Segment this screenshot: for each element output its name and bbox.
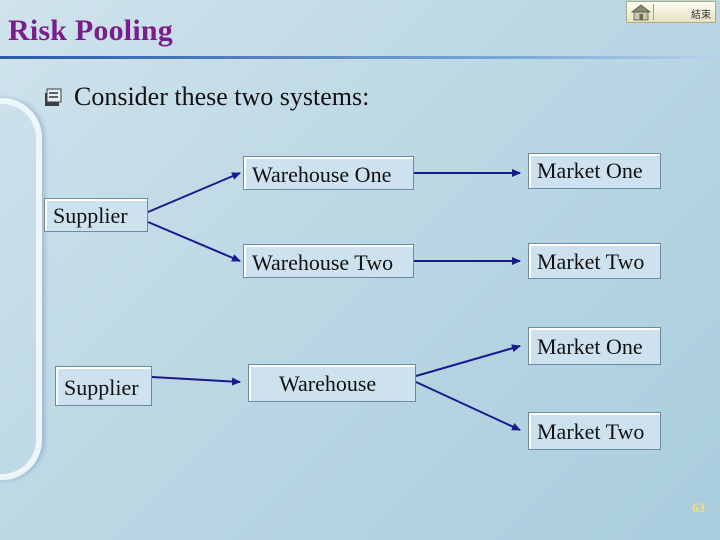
market-one-box-1: Market One bbox=[528, 153, 661, 189]
market-two-label-1: Market Two bbox=[537, 249, 645, 274]
button-divider bbox=[653, 4, 654, 20]
arrow-supplier-to-warehouse-two bbox=[147, 221, 241, 262]
arrow-supplier-to-warehouse bbox=[151, 376, 241, 386]
market-two-box-2: Market Two bbox=[528, 412, 661, 450]
market-two-box-1: Market Two bbox=[528, 243, 661, 279]
warehouse-one-box: Warehouse One bbox=[243, 156, 414, 190]
home-icon[interactable] bbox=[631, 4, 651, 21]
title-underline bbox=[0, 56, 720, 59]
market-two-label-2: Market Two bbox=[537, 419, 645, 444]
supplier-box-2: Supplier bbox=[55, 366, 152, 406]
end-show-label[interactable]: 結束 bbox=[691, 10, 711, 21]
warehouse-two-box: Warehouse Two bbox=[243, 244, 414, 278]
arrow-warehouse-to-market-two bbox=[415, 381, 521, 431]
market-one-label-1: Market One bbox=[537, 158, 643, 183]
page-number: 63 bbox=[692, 500, 705, 515]
arrow-supplier-to-warehouse-one bbox=[147, 172, 241, 213]
market-one-label-2: Market One bbox=[537, 334, 643, 359]
arrow-warehouse-to-market-one bbox=[415, 344, 521, 377]
supplier-label-2: Supplier bbox=[64, 375, 139, 400]
slide-title: Risk Pooling bbox=[8, 14, 173, 47]
warehouse-box: Warehouse bbox=[248, 364, 416, 402]
supplier-label-1: Supplier bbox=[53, 203, 128, 228]
supplier-box-1: Supplier bbox=[44, 198, 148, 232]
bullet-text: Consider these two systems: bbox=[74, 82, 370, 111]
warehouse-one-label: Warehouse One bbox=[252, 162, 392, 187]
warehouse-two-label: Warehouse Two bbox=[252, 250, 394, 275]
home-end-button[interactable]: 結束 bbox=[626, 1, 716, 23]
market-one-box-2: Market One bbox=[528, 327, 661, 365]
warehouse-label: Warehouse bbox=[279, 371, 377, 396]
bullet-icon bbox=[45, 88, 62, 106]
